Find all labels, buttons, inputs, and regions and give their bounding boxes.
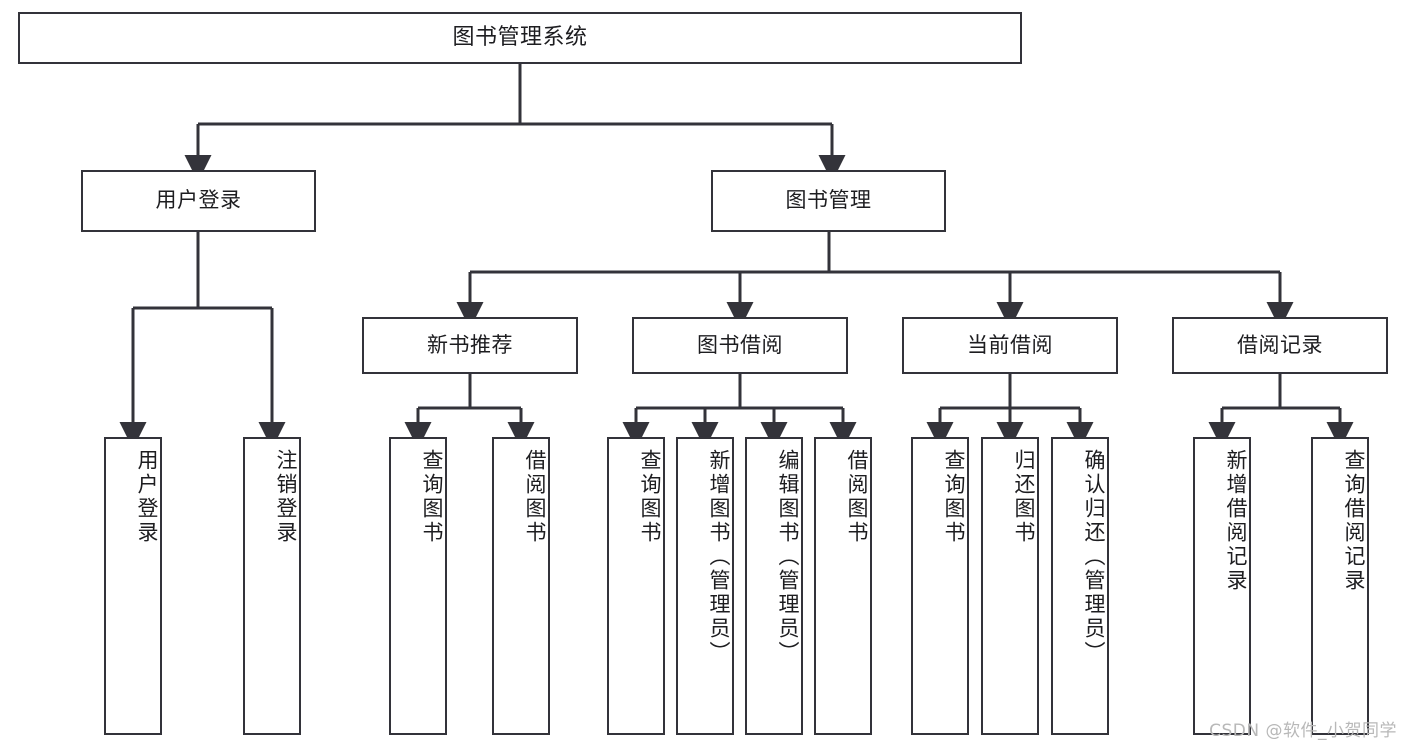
leaf-label: 新增借阅记录 bbox=[1224, 449, 1248, 593]
leaf-label: 注销登录 bbox=[274, 449, 298, 545]
leaf-label: 查询图书 bbox=[638, 449, 662, 545]
leaf-label: 查询图书 bbox=[942, 449, 966, 545]
leaf-label: 新增图书（管理员） bbox=[707, 449, 731, 665]
node-current-borrow[interactable]: 当前借阅 bbox=[902, 317, 1118, 374]
leaf-label: 确认归还（管理员） bbox=[1082, 449, 1106, 665]
leaf-record-add-record[interactable]: 新增借阅记录 bbox=[1193, 437, 1251, 735]
leaf-record-query-record[interactable]: 查询借阅记录 bbox=[1311, 437, 1369, 735]
leaf-label: 借阅图书 bbox=[845, 449, 869, 545]
node-user-login[interactable]: 用户登录 bbox=[81, 170, 316, 232]
node-book-borrow[interactable]: 图书借阅 bbox=[632, 317, 848, 374]
leaf-user-login-logout[interactable]: 注销登录 bbox=[243, 437, 301, 735]
leaf-recommend-borrow-book[interactable]: 借阅图书 bbox=[492, 437, 550, 735]
leaf-user-login-login[interactable]: 用户登录 bbox=[104, 437, 162, 735]
node-borrow-record[interactable]: 借阅记录 bbox=[1172, 317, 1388, 374]
leaf-current-query-book[interactable]: 查询图书 bbox=[911, 437, 969, 735]
leaf-label: 借阅图书 bbox=[523, 449, 547, 545]
leaf-label: 编辑图书（管理员） bbox=[776, 449, 800, 665]
node-book-management[interactable]: 图书管理 bbox=[711, 170, 946, 232]
leaf-borrow-edit-book-admin[interactable]: 编辑图书（管理员） bbox=[745, 437, 803, 735]
leaf-label: 归还图书 bbox=[1012, 449, 1036, 545]
leaf-label: 查询图书 bbox=[420, 449, 444, 545]
leaf-borrow-add-book-admin[interactable]: 新增图书（管理员） bbox=[676, 437, 734, 735]
leaf-current-return-book[interactable]: 归还图书 bbox=[981, 437, 1039, 735]
node-root-system[interactable]: 图书管理系统 bbox=[18, 12, 1022, 64]
leaf-borrow-query-book[interactable]: 查询图书 bbox=[607, 437, 665, 735]
leaf-label: 查询借阅记录 bbox=[1342, 449, 1366, 593]
node-new-book-recommend[interactable]: 新书推荐 bbox=[362, 317, 578, 374]
csdn-watermark: CSDN @软件_小贺同学 bbox=[1209, 721, 1397, 741]
leaf-label: 用户登录 bbox=[135, 449, 159, 545]
leaf-recommend-query-book[interactable]: 查询图书 bbox=[389, 437, 447, 735]
leaf-borrow-borrow-book[interactable]: 借阅图书 bbox=[814, 437, 872, 735]
leaf-current-confirm-return-admin[interactable]: 确认归还（管理员） bbox=[1051, 437, 1109, 735]
